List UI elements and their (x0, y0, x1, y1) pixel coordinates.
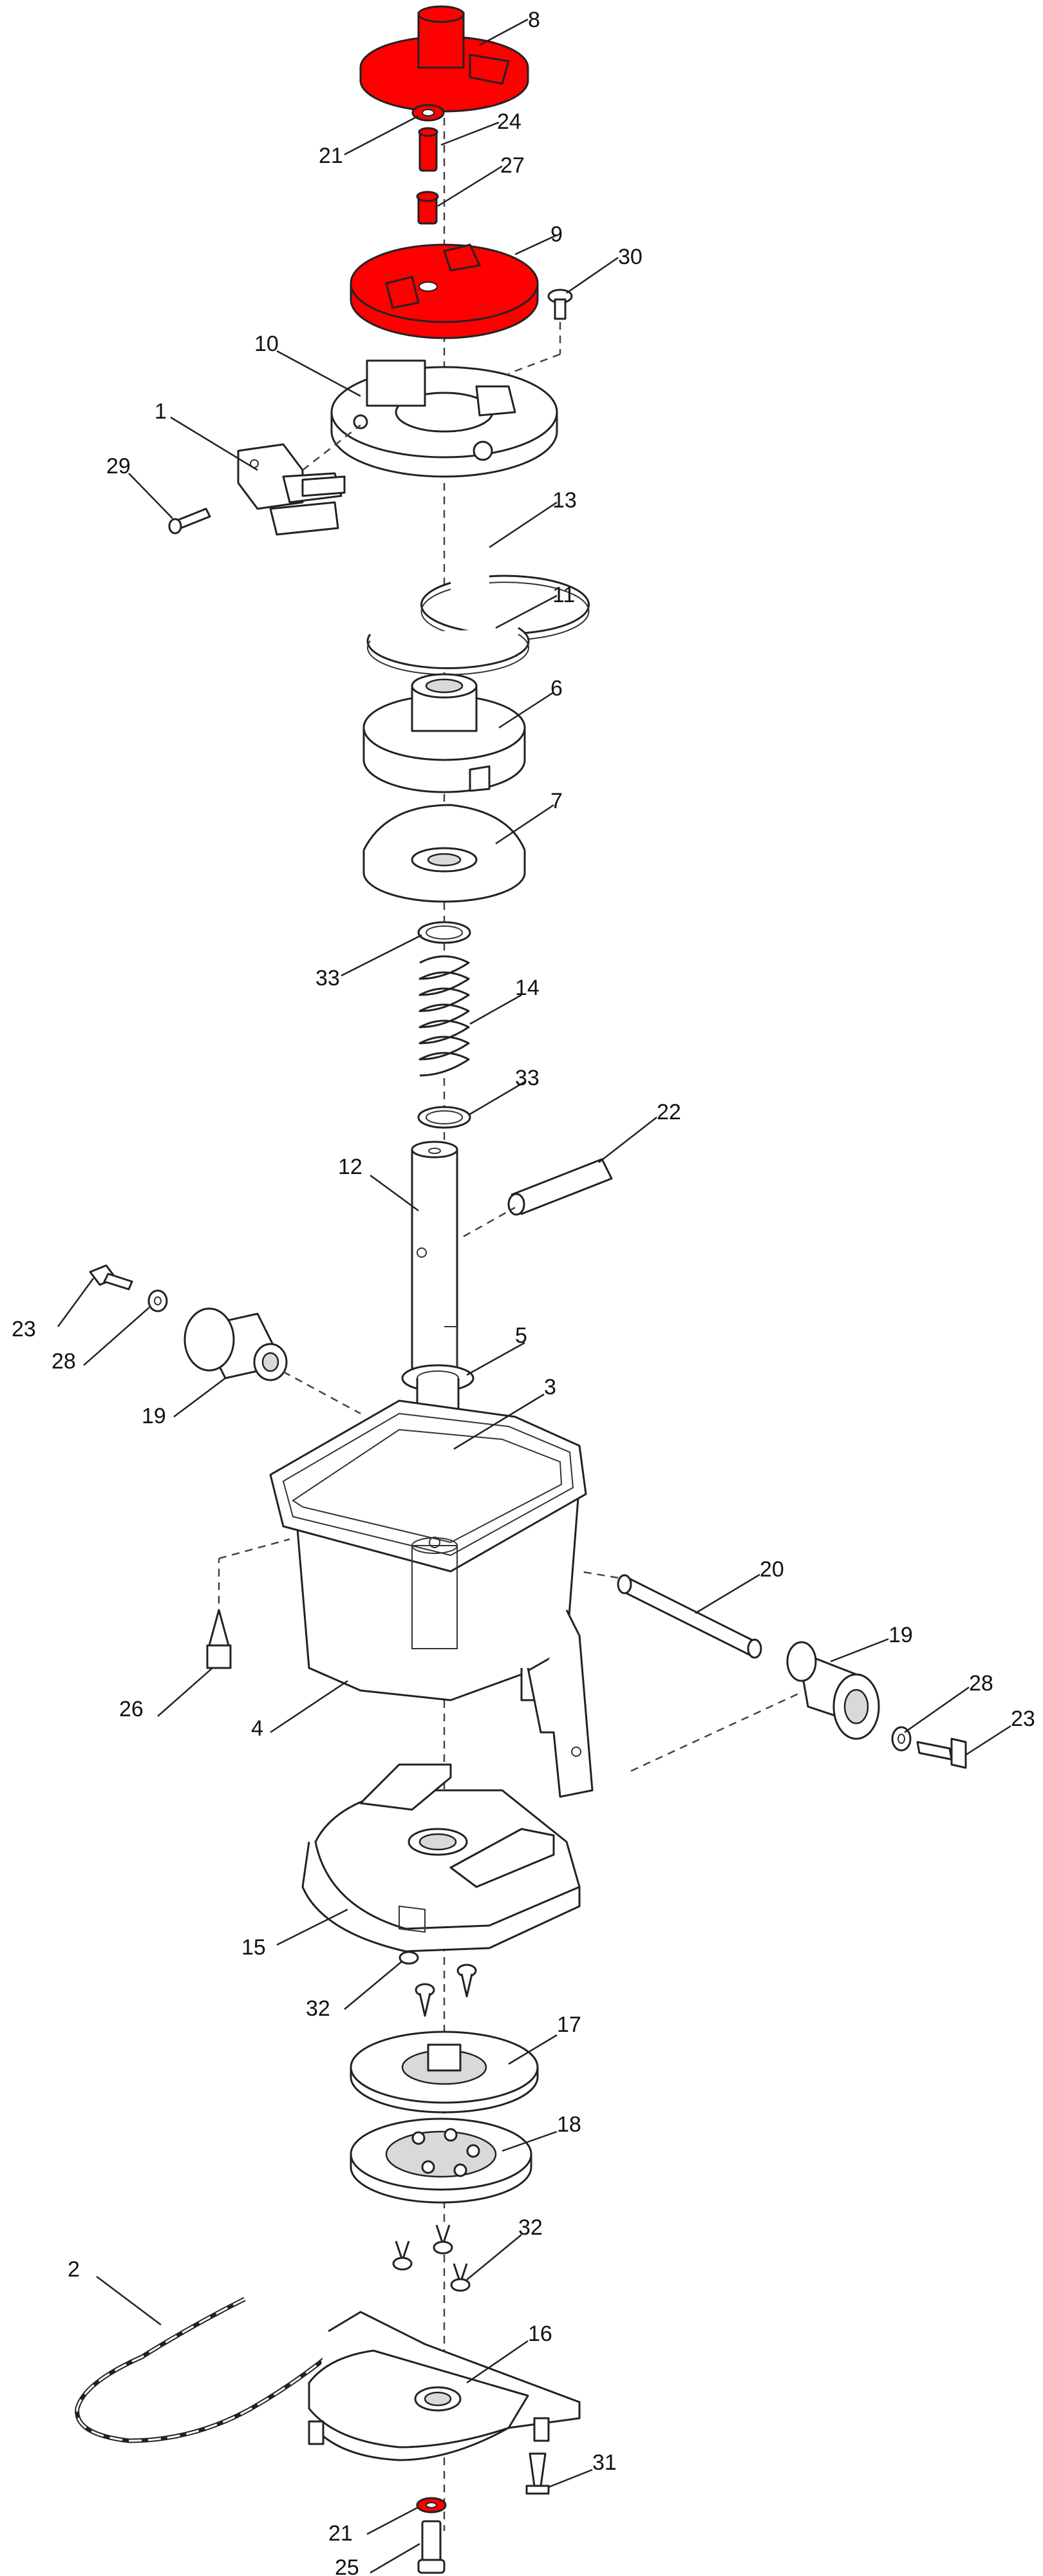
part-7-cam-plate (362, 804, 526, 903)
label-part-16: 16 (528, 2322, 552, 2346)
part-21-washer-bottom (416, 2497, 447, 2514)
part-28-washer-right (891, 1726, 912, 1752)
label-part-8: 8 (528, 8, 540, 32)
label-part-15: 15 (241, 1935, 266, 1960)
label-part-29: 29 (106, 454, 131, 478)
label-part-30: 30 (618, 245, 643, 269)
label-part-20: 20 (760, 1557, 784, 1582)
label-part-19-left: 19 (142, 1404, 166, 1428)
label-part-22: 22 (657, 1100, 681, 1124)
part-31-screw (525, 2452, 550, 2495)
label-part-14: 14 (515, 976, 540, 1000)
part-number-labels: 8 21 24 27 9 30 10 1 29 13 11 6 7 33 14 … (12, 8, 1035, 2576)
part-10-cap-housing (330, 359, 558, 478)
part-23-bolt-left (89, 1264, 133, 1291)
label-part-3: 3 (544, 1375, 556, 1399)
part-16-bottom-bracket (308, 2311, 581, 2461)
part-19-bushing-left (183, 1307, 288, 1381)
label-part-19-right: 19 (888, 1623, 913, 1647)
part-11-ring (366, 627, 530, 676)
label-part-33-upper: 33 (315, 966, 340, 990)
label-part-10: 10 (254, 332, 279, 356)
label-part-21-bottom: 21 (328, 2521, 353, 2546)
part-32-screws-upper (399, 1951, 477, 2017)
label-part-27: 27 (500, 153, 525, 178)
label-part-6: 6 (550, 676, 563, 701)
label-part-28-right: 28 (969, 1671, 993, 1696)
label-part-24: 24 (497, 109, 522, 134)
part-17-disc (350, 2031, 539, 2114)
part-20-pin (617, 1574, 762, 1659)
label-part-23-left: 23 (12, 1317, 36, 1341)
label-part-17: 17 (557, 2012, 581, 2037)
part-1-switch (237, 443, 346, 536)
label-part-21-top: 21 (319, 144, 343, 168)
part-13-snap-ring (420, 574, 590, 641)
label-part-12: 12 (338, 1155, 362, 1179)
label-part-32-lower: 32 (518, 2215, 543, 2240)
part-2-chain (75, 2297, 337, 2443)
label-part-2: 2 (68, 2257, 80, 2282)
part-24-screw (418, 127, 438, 172)
label-part-9: 9 (550, 222, 563, 247)
part-25-bolt (417, 2520, 446, 2574)
part-23-bolt-right (916, 1738, 967, 1769)
label-part-11: 11 (552, 583, 575, 607)
label-part-31: 31 (592, 2450, 617, 2475)
label-part-7: 7 (550, 789, 563, 813)
label-part-26: 26 (119, 1697, 144, 1721)
part-12-shaft (411, 1141, 458, 1370)
label-part-4: 4 (251, 1716, 263, 1741)
part-15-base-plate (301, 1763, 581, 1953)
part-22-pin (507, 1158, 613, 1216)
leader-lines (57, 18, 1011, 2574)
part-4-main-housing (269, 1399, 594, 1798)
part-9-red-disc (350, 243, 539, 339)
label-part-13: 13 (552, 488, 577, 513)
label-part-28-left: 28 (52, 1349, 76, 1374)
part-28-washer-left (147, 1289, 168, 1312)
part-21-washer-top (411, 104, 445, 122)
label-part-33-lower: 33 (515, 1066, 540, 1090)
part-30-screw (547, 289, 573, 320)
part-26-screw (206, 1609, 232, 1669)
label-part-23-right: 23 (1011, 1707, 1035, 1731)
label-part-25: 25 (335, 2555, 359, 2576)
label-part-1: 1 (155, 399, 167, 424)
part-19-bushing-right (786, 1641, 880, 1740)
part-14-spring (418, 955, 470, 1077)
part-32-screws-lower (392, 2224, 471, 2292)
part-29-screw (168, 507, 211, 535)
part-18-ratchet (350, 2117, 532, 2204)
label-part-18: 18 (557, 2112, 581, 2137)
label-part-5: 5 (515, 1323, 527, 1348)
label-part-32-upper: 32 (306, 1996, 330, 2021)
part-6-cam-housing (362, 673, 526, 793)
part-27-screw (416, 191, 439, 225)
part-8-drive-dog (359, 5, 529, 113)
